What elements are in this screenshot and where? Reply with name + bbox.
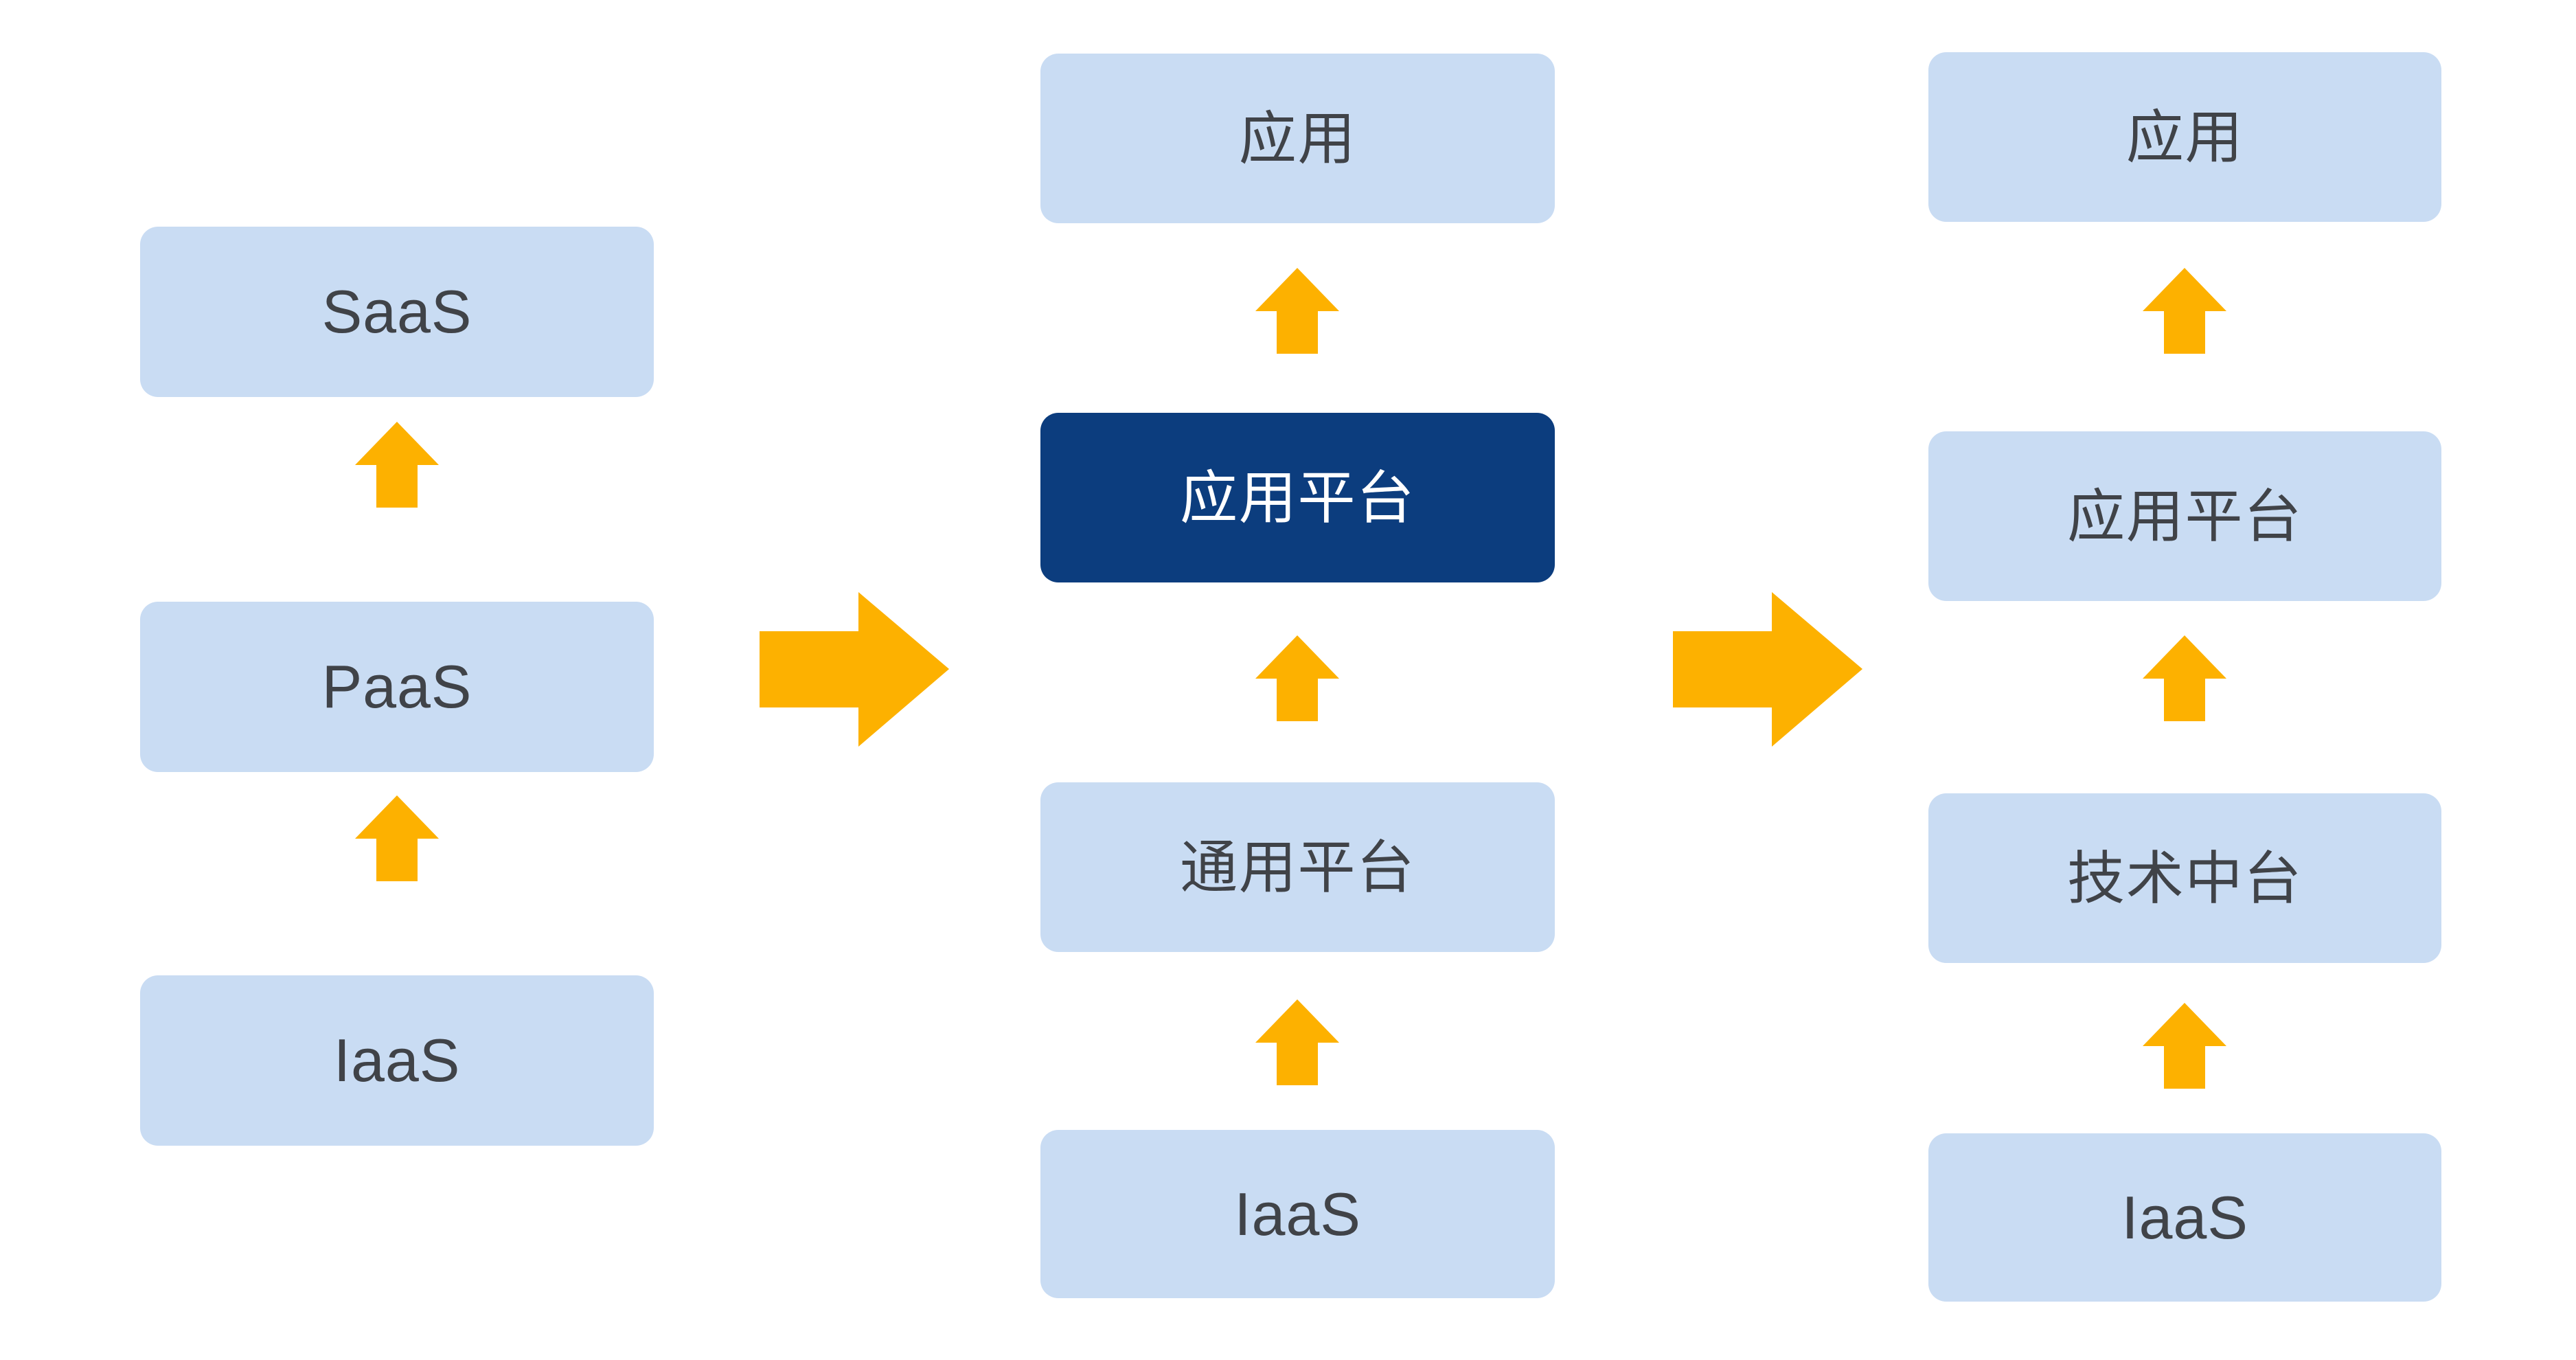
box-general-platform: 通用平台 [1040,782,1555,952]
box-label-saas: SaaS [321,277,472,345]
box-application-platform-mid: 应用平台 [1040,413,1555,582]
up-arrow-paas-to-saas [355,422,439,508]
up-arrow-app-platform-to-application-right [2143,268,2226,354]
up-arrow-app-platform-to-application-mid [1255,268,1339,354]
box-tech-middle-platform: 技术中台 [1928,793,2441,963]
up-arrow-tech-middle-platform-to-app-platform [2143,635,2226,721]
box-application-right: 应用 [1928,52,2441,222]
box-label-application-right: 应用 [2125,104,2244,170]
up-arrow-iaas-to-tech-middle-platform [2143,1003,2226,1089]
box-label-general-platform: 通用平台 [1180,835,1415,900]
box-label-application-platform-right: 应用平台 [2067,484,2303,549]
box-label-iaas-right: IaaS [2121,1183,2248,1251]
box-saas: SaaS [140,227,654,397]
transition-arrow-2 [1673,592,1862,747]
box-iaas-left: IaaS [140,975,654,1146]
box-iaas-mid: IaaS [1040,1130,1555,1298]
box-label-paas: PaaS [321,653,472,721]
box-label-tech-middle-platform: 技术中台 [2067,846,2303,911]
up-arrow-general-platform-to-app-platform [1255,635,1339,721]
box-iaas-right: IaaS [1928,1133,2441,1302]
box-label-iaas-left: IaaS [333,1026,461,1094]
transition-arrow-1 [760,592,949,747]
box-label-iaas-mid: IaaS [1234,1179,1361,1248]
up-arrow-iaas-to-general-platform [1255,999,1339,1085]
box-label-application-mid: 应用 [1238,106,1357,171]
box-application-platform-right: 应用平台 [1928,431,2441,601]
box-paas: PaaS [140,602,654,772]
box-label-application-platform-mid: 应用平台 [1180,465,1415,530]
up-arrow-iaas-to-paas [355,795,439,881]
box-application-mid: 应用 [1040,54,1555,223]
